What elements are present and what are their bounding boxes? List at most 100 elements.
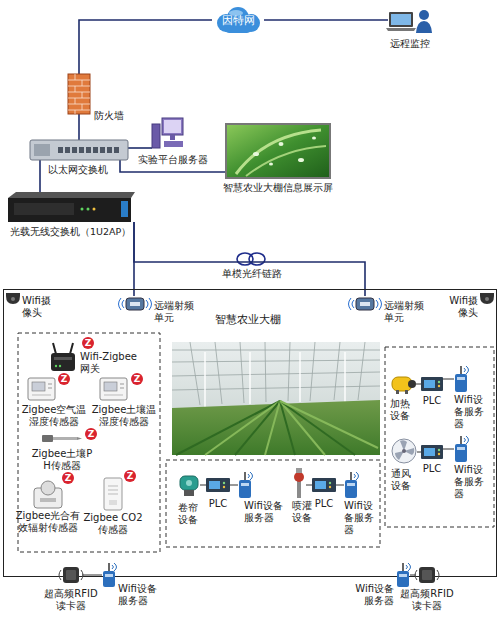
icon-part (70, 343, 73, 354)
par-node: Zigbee光合有效辐射传感器 (32, 478, 64, 508)
switch-node: 以太网交换机 (30, 140, 128, 160)
device-wire (416, 384, 421, 385)
crop-row (280, 401, 378, 448)
icon-part (104, 382, 117, 391)
zigbee-badge: Z (131, 373, 143, 385)
icon-part (152, 116, 184, 150)
icon-part (164, 120, 181, 133)
crop-row (176, 401, 280, 455)
icon-part (312, 137, 316, 140)
frame-line (265, 342, 266, 402)
zigbee-badge: Z (85, 428, 97, 440)
icon-part (315, 481, 326, 489)
icon-part (390, 374, 416, 394)
icon-part (55, 365, 57, 367)
icon-part (464, 438, 466, 442)
icon-part (329, 482, 331, 484)
icon-part (42, 435, 53, 442)
network-link (79, 20, 212, 74)
icon-part (107, 147, 112, 153)
node-label: Wifi摄像头 (22, 295, 56, 319)
node-label: Zigbee CO2传感器 (82, 512, 144, 536)
sprinkler-node: 喷灌设备 (292, 468, 306, 498)
support-columns (205, 352, 345, 408)
icon-part (460, 436, 462, 445)
icon-part (100, 378, 127, 400)
icon-part (104, 395, 123, 396)
icon-part (68, 80, 90, 81)
node-label: 以太网交换机 (48, 164, 118, 176)
icon-part (349, 298, 352, 310)
icon-part (206, 478, 230, 492)
plc-node: PLC (312, 478, 336, 492)
network-link (128, 147, 152, 149)
icon-part (396, 390, 399, 394)
node-label: 通风设备 (391, 468, 413, 492)
icon-part (386, 28, 416, 31)
icon-part (59, 365, 61, 367)
column-line (344, 352, 345, 402)
icon-part (75, 74, 76, 80)
icon-part (485, 297, 489, 301)
icon-part (416, 21, 432, 33)
icon-part (279, 142, 284, 146)
node-label: Wifi设备服务器 (118, 583, 162, 607)
icon-part (466, 366, 469, 374)
icon-part (82, 80, 83, 86)
icon-part (93, 208, 96, 211)
column-line (204, 352, 205, 408)
icon-part (152, 124, 160, 148)
icon-part (170, 135, 175, 140)
camera-node: Wifi摄像头 (480, 293, 494, 304)
icon-part (356, 298, 374, 310)
icon-part (58, 147, 63, 153)
frame-line (288, 342, 290, 401)
icon-part (164, 141, 183, 147)
sensor-node: Zigbee土壤温湿度传感器 (100, 378, 127, 400)
device-wire (417, 452, 421, 453)
icon-part (65, 147, 70, 153)
dashed-group (385, 347, 494, 527)
frame-line (190, 342, 200, 405)
icon-part (388, 6, 432, 34)
icon-part (246, 146, 326, 176)
icon-part (408, 563, 411, 571)
icon-part (146, 300, 148, 308)
node-label: 智慧农业大棚信息展示屏 (221, 182, 335, 194)
icon-part (329, 486, 331, 488)
icon-part (422, 570, 432, 580)
photo-sky (172, 342, 380, 455)
icon-part (28, 378, 55, 400)
icon-part (296, 468, 302, 473)
icon-part (14, 203, 74, 215)
icon-part (424, 448, 435, 456)
node-label: Wifi摄像头 (444, 295, 478, 319)
firewall-node: 防火墙 (68, 74, 90, 114)
rfid-node: 超高频RFID读卡器 (60, 566, 82, 584)
icon-part (6, 293, 20, 304)
photo-ground (172, 400, 380, 455)
icon-part (100, 147, 105, 153)
icon-part (75, 110, 76, 114)
icon-part (108, 486, 118, 487)
icon-part (48, 384, 52, 385)
icon-part (28, 378, 55, 400)
icon-part (415, 570, 417, 580)
icon-part (30, 140, 128, 160)
icon-part (34, 144, 50, 156)
icon-part (53, 437, 77, 440)
icon-part (81, 570, 83, 580)
icon-part (162, 118, 183, 135)
frame-line (172, 360, 380, 362)
icon-part (11, 297, 15, 301)
icon-part (464, 368, 466, 372)
node-label: 光载无线交换机（1U2AP） (10, 226, 134, 238)
node-label: 智慧农业大棚 (215, 314, 305, 326)
frame-line (172, 350, 380, 351)
icon-part (59, 570, 61, 580)
icon-part (344, 472, 358, 498)
icon-part (149, 298, 152, 310)
icon-part (391, 14, 411, 25)
frame-line (215, 342, 222, 404)
icon-part (480, 293, 494, 304)
